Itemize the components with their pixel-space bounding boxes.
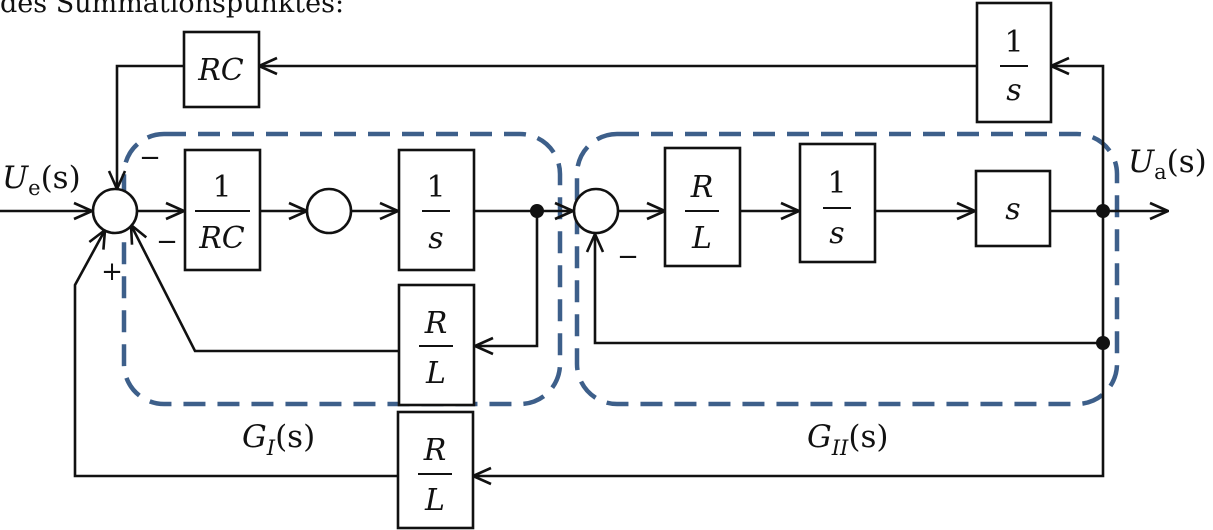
output-signal-label: Ua(s) xyxy=(1128,144,1207,184)
block-r-over-l-g2-den: L xyxy=(691,221,712,256)
block-integrator-top: 1 s xyxy=(975,1,1053,124)
sum1-sign-plus: + xyxy=(101,257,123,287)
group-g2-label: GII(s) xyxy=(807,419,888,460)
block-r-over-l-outer-den: L xyxy=(424,483,445,518)
block-r-over-l-g1-num: R xyxy=(424,306,448,341)
block-integrator-top-den: s xyxy=(1006,73,1021,108)
input-signal-label: Ue(s) xyxy=(2,160,81,200)
block-integrator-g2: 1 s xyxy=(798,142,877,264)
block-r-over-l-g1: R L xyxy=(397,283,476,407)
sum3-sign-bottom: − xyxy=(617,242,639,272)
group-g2-outline xyxy=(574,131,1120,407)
group-g1-label: GI(s) xyxy=(242,419,315,460)
summing-point-3 xyxy=(572,187,620,235)
block-rc: RC xyxy=(182,30,261,109)
block-r-over-l-outer: R L xyxy=(396,410,475,530)
block-integrator-g2-den: s xyxy=(829,216,844,251)
block-integrator-top-num: 1 xyxy=(1004,25,1023,60)
block-inverse-rc-den: RC xyxy=(198,221,245,256)
block-r-over-l-g2-num: R xyxy=(690,170,714,205)
signal-lines xyxy=(0,66,1168,476)
summing-point-2 xyxy=(305,187,353,235)
group-g1-outline xyxy=(121,131,563,407)
block-inverse-rc: 1 RC xyxy=(183,148,262,272)
block-integrator-g2-num: 1 xyxy=(827,166,846,201)
block-derivative: s xyxy=(974,169,1052,248)
summing-point-1 xyxy=(91,187,139,235)
block-integrator-g1: 1 s xyxy=(397,148,476,272)
junction-dot xyxy=(1096,204,1110,218)
block-integrator-g1-num: 1 xyxy=(426,170,445,205)
block-derivative-label: s xyxy=(1005,192,1020,227)
block-integrator-g1-den: s xyxy=(428,221,443,256)
sum1-sign-top: − xyxy=(139,143,161,173)
block-r-over-l-outer-num: R xyxy=(423,433,447,468)
caption-text: des Summationspunktes: xyxy=(0,0,345,19)
block-r-over-l-g1-den: L xyxy=(425,356,446,391)
block-inverse-rc-num: 1 xyxy=(212,170,231,205)
junction-dot xyxy=(530,204,544,218)
sum1-sign-bottom: − xyxy=(156,227,178,257)
block-rc-label: RC xyxy=(197,53,244,88)
block-r-over-l-g2: R L xyxy=(663,146,742,268)
junction-dot xyxy=(1096,336,1110,350)
